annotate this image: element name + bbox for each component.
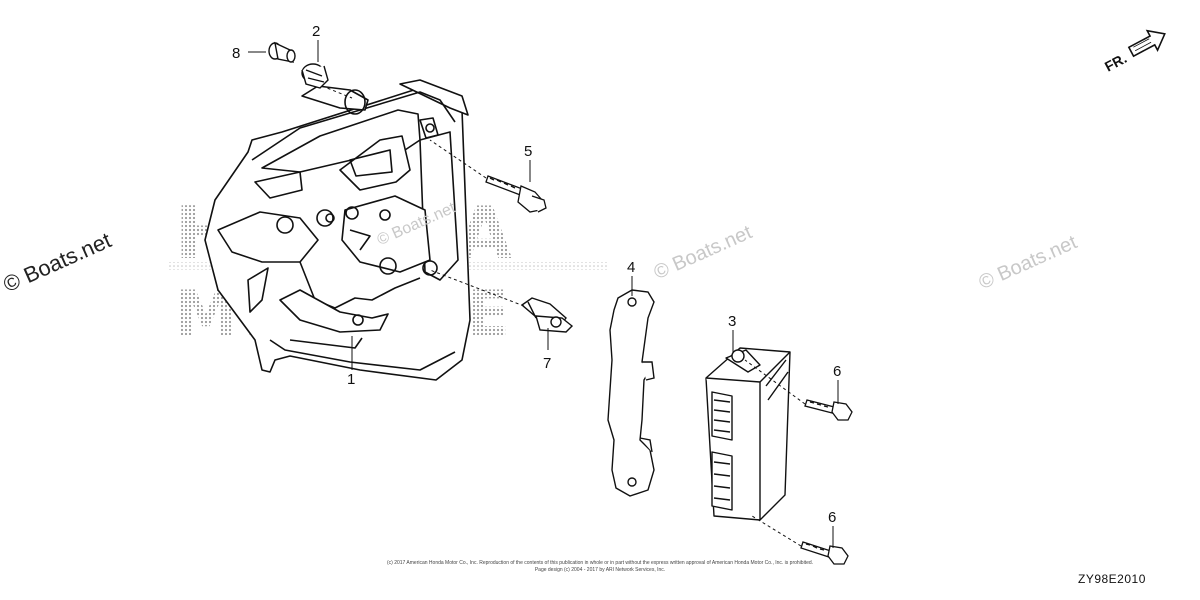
callout-part-5[interactable]: 5 [524,143,532,160]
callout-part-1[interactable]: 1 [347,371,355,388]
leader-6-lower-dash [751,515,802,547]
callout-part-6-lower[interactable]: 6 [828,509,836,526]
part-3-control-unit [705,347,791,521]
part-5-bolt [485,175,547,213]
front-direction-label: FR. [1102,50,1129,75]
part-2-grommet [301,63,329,89]
callout-part-6-upper[interactable]: 6 [833,363,841,380]
copyright-line-2: Page design (c) 2004 - 2017 by ARI Netwo… [534,567,666,573]
copyright-line-1: (c) 2017 American Honda Motor Co., Inc. … [386,560,814,566]
part-7-clip [520,297,574,333]
leader-7-dash [429,269,525,307]
callout-part-4[interactable]: 4 [627,259,635,276]
part-6-bolt-lower [800,541,849,565]
leader-2-dash [321,85,353,99]
callout-part-7[interactable]: 7 [543,355,551,372]
callout-part-8[interactable]: 8 [232,45,240,62]
copyright-notice: (c) 2017 American Honda Motor Co., Inc. … [330,560,870,574]
part-8-collar [268,41,296,63]
part-4-stay [607,289,655,497]
front-arrow-icon [1127,29,1166,58]
leader-lines [248,40,839,548]
diagram-code: ZY98E2010 [1078,572,1146,586]
callout-labels: 8 2 5 1 7 4 3 6 6 [232,23,841,526]
callout-part-2[interactable]: 2 [312,23,320,40]
bracket-assembly [204,79,471,381]
part-6-bolt-upper [804,399,853,421]
callout-part-3[interactable]: 3 [728,313,736,330]
leader-6-upper-dash [744,359,806,405]
leader-5-dash [429,139,487,179]
front-direction-marker: FR. [1102,29,1166,75]
